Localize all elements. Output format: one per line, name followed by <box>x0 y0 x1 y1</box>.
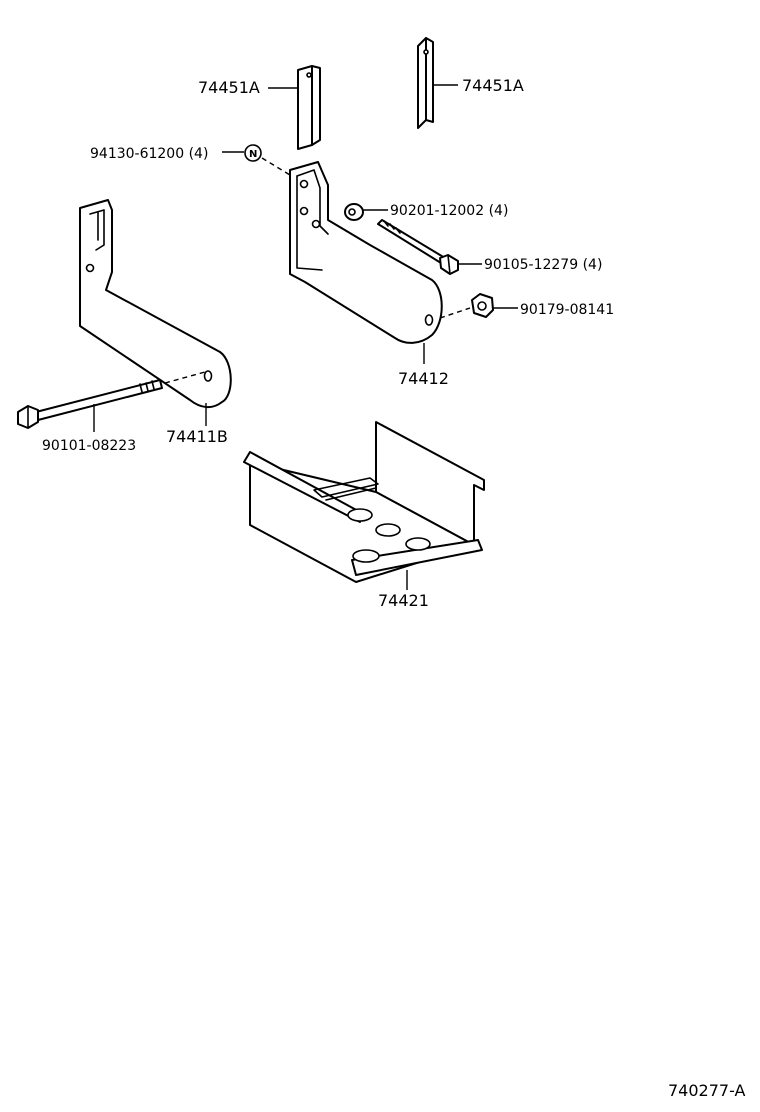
bolt-left <box>17 371 206 432</box>
label-washer: 90201-12002 (4) <box>390 203 508 219</box>
bolt-right <box>377 219 482 275</box>
label-flange-nut: 90179-08141 <box>520 302 614 318</box>
marker-nut: N <box>222 144 291 176</box>
bracket-left <box>79 199 232 426</box>
label-bolt-left: 90101-08223 <box>42 438 136 454</box>
insulator-right <box>417 37 458 129</box>
label-bracket-right: 74412 <box>398 369 449 388</box>
label-marker-nut: 94130-61200 (4) <box>90 146 208 162</box>
label-bolt-right: 90105-12279 (4) <box>484 257 602 273</box>
label-bracket-left: 74411B <box>166 427 228 446</box>
battery-tray <box>243 421 485 590</box>
flange-nut <box>439 293 518 319</box>
bracket-right <box>289 161 443 364</box>
washer <box>344 203 388 221</box>
insulator-left <box>268 65 321 150</box>
marker-n-letter: N <box>249 149 257 160</box>
label-insulator-right: 74451A <box>462 76 524 95</box>
figure-code: 740277-A <box>668 1081 746 1100</box>
label-tray: 74421 <box>378 591 429 610</box>
label-insulator-left: 74451A <box>198 78 260 97</box>
